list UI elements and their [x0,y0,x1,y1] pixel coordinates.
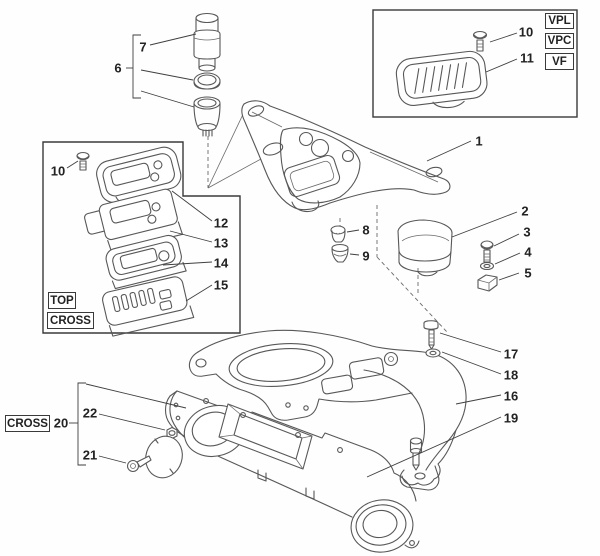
washer-4 [479,261,495,271]
callout-13: 13 [213,235,229,251]
cluster-box [42,141,241,334]
part-cluster-body-13 [84,188,183,253]
callout-4: 4 [524,244,532,260]
bottom-left-group [69,382,187,466]
right-mid-leaders [346,211,521,281]
screw-10-cluster [76,151,90,171]
callout-14: 14 [213,255,229,271]
callout-6: 6 [114,60,122,76]
bracket-6-7 [126,33,197,108]
part-vent-cover-11 [395,50,488,109]
callout-10-cluster: 10 [50,163,66,179]
callout-2: 2 [521,203,529,219]
leader-1 [426,140,472,162]
callout-19: 19 [503,410,519,426]
cluster-leaders [66,160,213,302]
variant-label-vf: VF [545,53,574,70]
callout-7: 7 [139,39,147,55]
part-lower-panel-19 [164,390,420,553]
callout-11: 11 [520,50,534,66]
part-cluster-base-15 [102,276,195,337]
screw-10-inset [472,30,488,52]
callout-3: 3 [523,224,531,240]
screw-21 [126,455,152,473]
part-dashboard-1 [241,100,451,213]
callout-16: 16 [503,388,519,404]
callout-22: 22 [82,405,98,421]
callout-9: 9 [362,248,370,264]
variant-label-vpc: VPC [545,33,574,49]
clip-nut-5 [477,274,498,292]
view-label-top: TOP [48,292,76,309]
callout-8: 8 [362,222,370,238]
screw-17 [423,320,439,350]
callout-15: 15 [213,277,229,293]
part-socket-ring [193,72,221,90]
part-cluster-frame-14 [105,234,187,290]
callout-18: 18 [503,367,519,383]
callout-5: 5 [524,265,532,281]
part-rubber-grommet-9 [331,243,349,263]
screw-3 [480,240,494,263]
inset-leaders [485,32,518,73]
variant-label-vpl: VPL [545,13,574,29]
callout-21: 21 [82,447,98,463]
view-label-cross-cluster: CROSS [47,312,94,329]
callout-17: 17 [503,346,519,362]
frame-leaders [366,332,502,478]
part-cluster-cover-12 [96,146,182,203]
callout-10-inset: 10 [518,24,534,40]
part-pocket-cover-2 [397,219,453,277]
part-socket-housing [193,96,221,137]
variant-inset-box [372,9,578,118]
washer-18 [425,348,441,358]
part-rubber-buffer-8 [330,225,346,243]
callout-12: 12 [213,215,229,231]
part-lighter-plug [193,12,221,72]
view-label-cross-bottom: CROSS [5,415,50,432]
part-cover-disc [145,435,183,479]
callout-1: 1 [475,133,483,149]
callout-20: 20 [53,415,69,431]
